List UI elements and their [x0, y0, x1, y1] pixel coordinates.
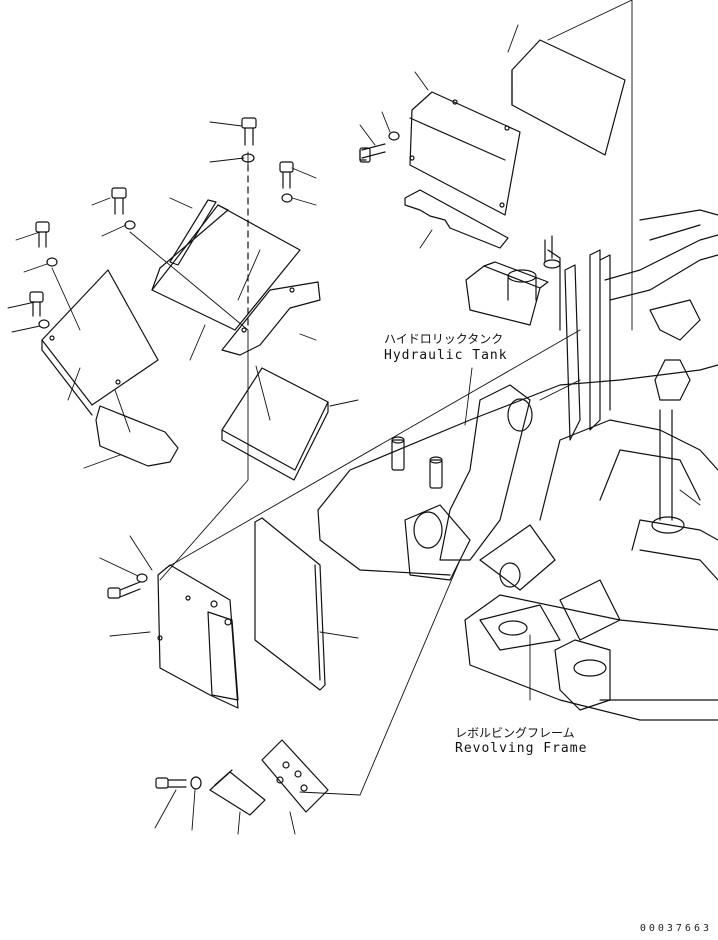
- left-cover-plates: [42, 200, 328, 480]
- revolving-frame-label-jp: レボルビングフレーム: [455, 726, 575, 740]
- leader-lines: [8, 0, 700, 834]
- bottom-bracket-set: [156, 740, 328, 815]
- top-rear-cover-plates: [360, 40, 625, 248]
- hydraulic-tank: [466, 236, 560, 325]
- middle-panels: [108, 518, 325, 708]
- tank-frame-outline: [548, 250, 610, 410]
- document-number: 00037663: [639, 923, 712, 934]
- hydraulic-tank-label-jp: ハイドロリックタンク: [384, 332, 504, 346]
- left-bolt-set: [30, 118, 293, 328]
- revolving-frame: [318, 210, 718, 720]
- hydraulic-tank-label-en: Hydraulic Tank: [384, 348, 508, 363]
- revolving-frame-label-en: Revolving Frame: [455, 741, 588, 756]
